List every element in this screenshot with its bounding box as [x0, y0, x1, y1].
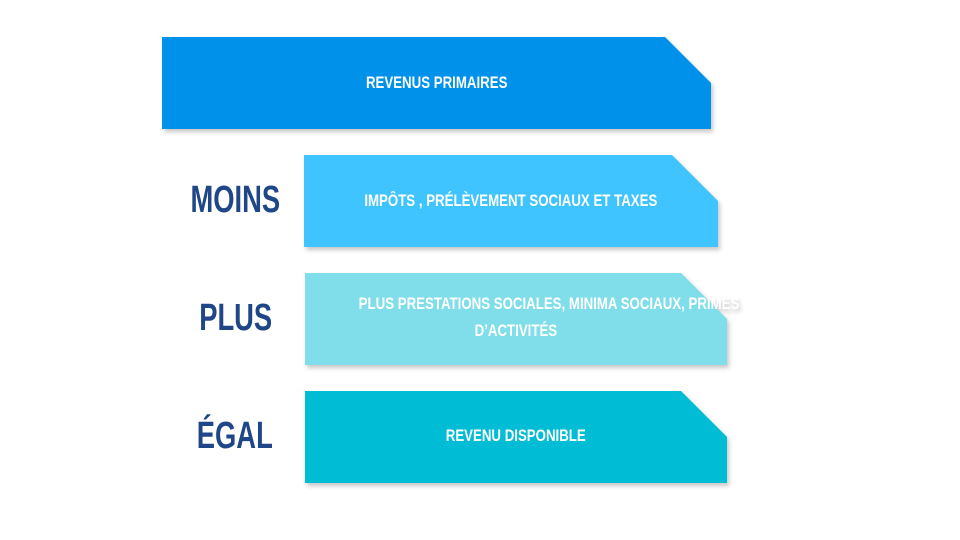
box-shape — [305, 273, 727, 365]
operator-plus: PLUS — [199, 297, 273, 339]
step-label: REVENUS PRIMAIRES — [365, 73, 508, 92]
step-revenus-primaires: REVENUS PRIMAIRES — [162, 37, 711, 129]
step-impots: IMPÔTS , PRÉLÈVEMENT SOCIAUX ET TAXES — [304, 155, 718, 247]
operator-moins: MOINS — [190, 179, 280, 221]
step-label-line2: D’ACTIVITÉS — [474, 321, 558, 340]
operator-egal: ÉGAL — [196, 415, 274, 457]
box-shape — [162, 37, 711, 129]
step-prestations: PLUS PRESTATIONS SOCIALES, MINIMA SOCIAU… — [305, 273, 739, 365]
box-shape — [304, 155, 718, 247]
box-shape — [305, 391, 727, 483]
step-label: REVENU DISPONIBLE — [445, 426, 586, 445]
step-label-line1: PLUS PRESTATIONS SOCIALES, MINIMA SOCIAU… — [358, 294, 740, 313]
step-revenu-disponible: REVENU DISPONIBLE — [305, 391, 727, 483]
step-label: IMPÔTS , PRÉLÈVEMENT SOCIAUX ET TAXES — [364, 191, 658, 210]
